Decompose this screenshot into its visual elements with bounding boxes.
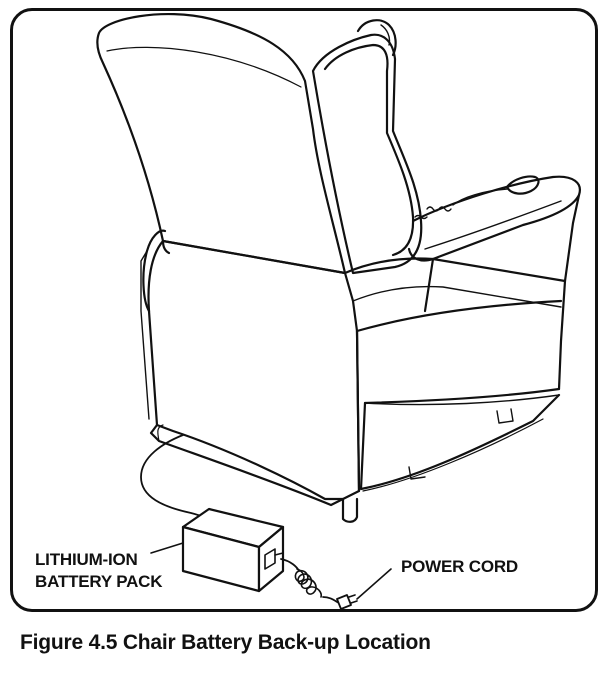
power-cord <box>280 558 358 609</box>
illustration-frame: LITHIUM-ION BATTERY PACK POWER CORD <box>10 8 598 612</box>
leader-lines <box>150 542 392 600</box>
figure-caption: Figure 4.5 Chair Battery Back-up Locatio… <box>20 631 431 654</box>
chair-armrest <box>407 175 581 391</box>
chair-bolster <box>311 19 423 275</box>
chair-rear-panel <box>140 229 361 507</box>
battery-label-line2: BATTERY PACK <box>35 572 163 591</box>
battery-pack <box>181 507 285 593</box>
battery-leader-line <box>150 542 184 554</box>
chair-illustration <box>96 13 581 609</box>
chair-base <box>341 257 567 523</box>
power-cord-leader-line <box>356 568 392 600</box>
chair-back <box>96 13 347 275</box>
power-cord-label: POWER CORD <box>401 557 519 576</box>
battery-pack-label: LITHIUM-ION BATTERY PACK <box>35 549 163 593</box>
battery-label-line1: LITHIUM-ION <box>35 550 138 569</box>
